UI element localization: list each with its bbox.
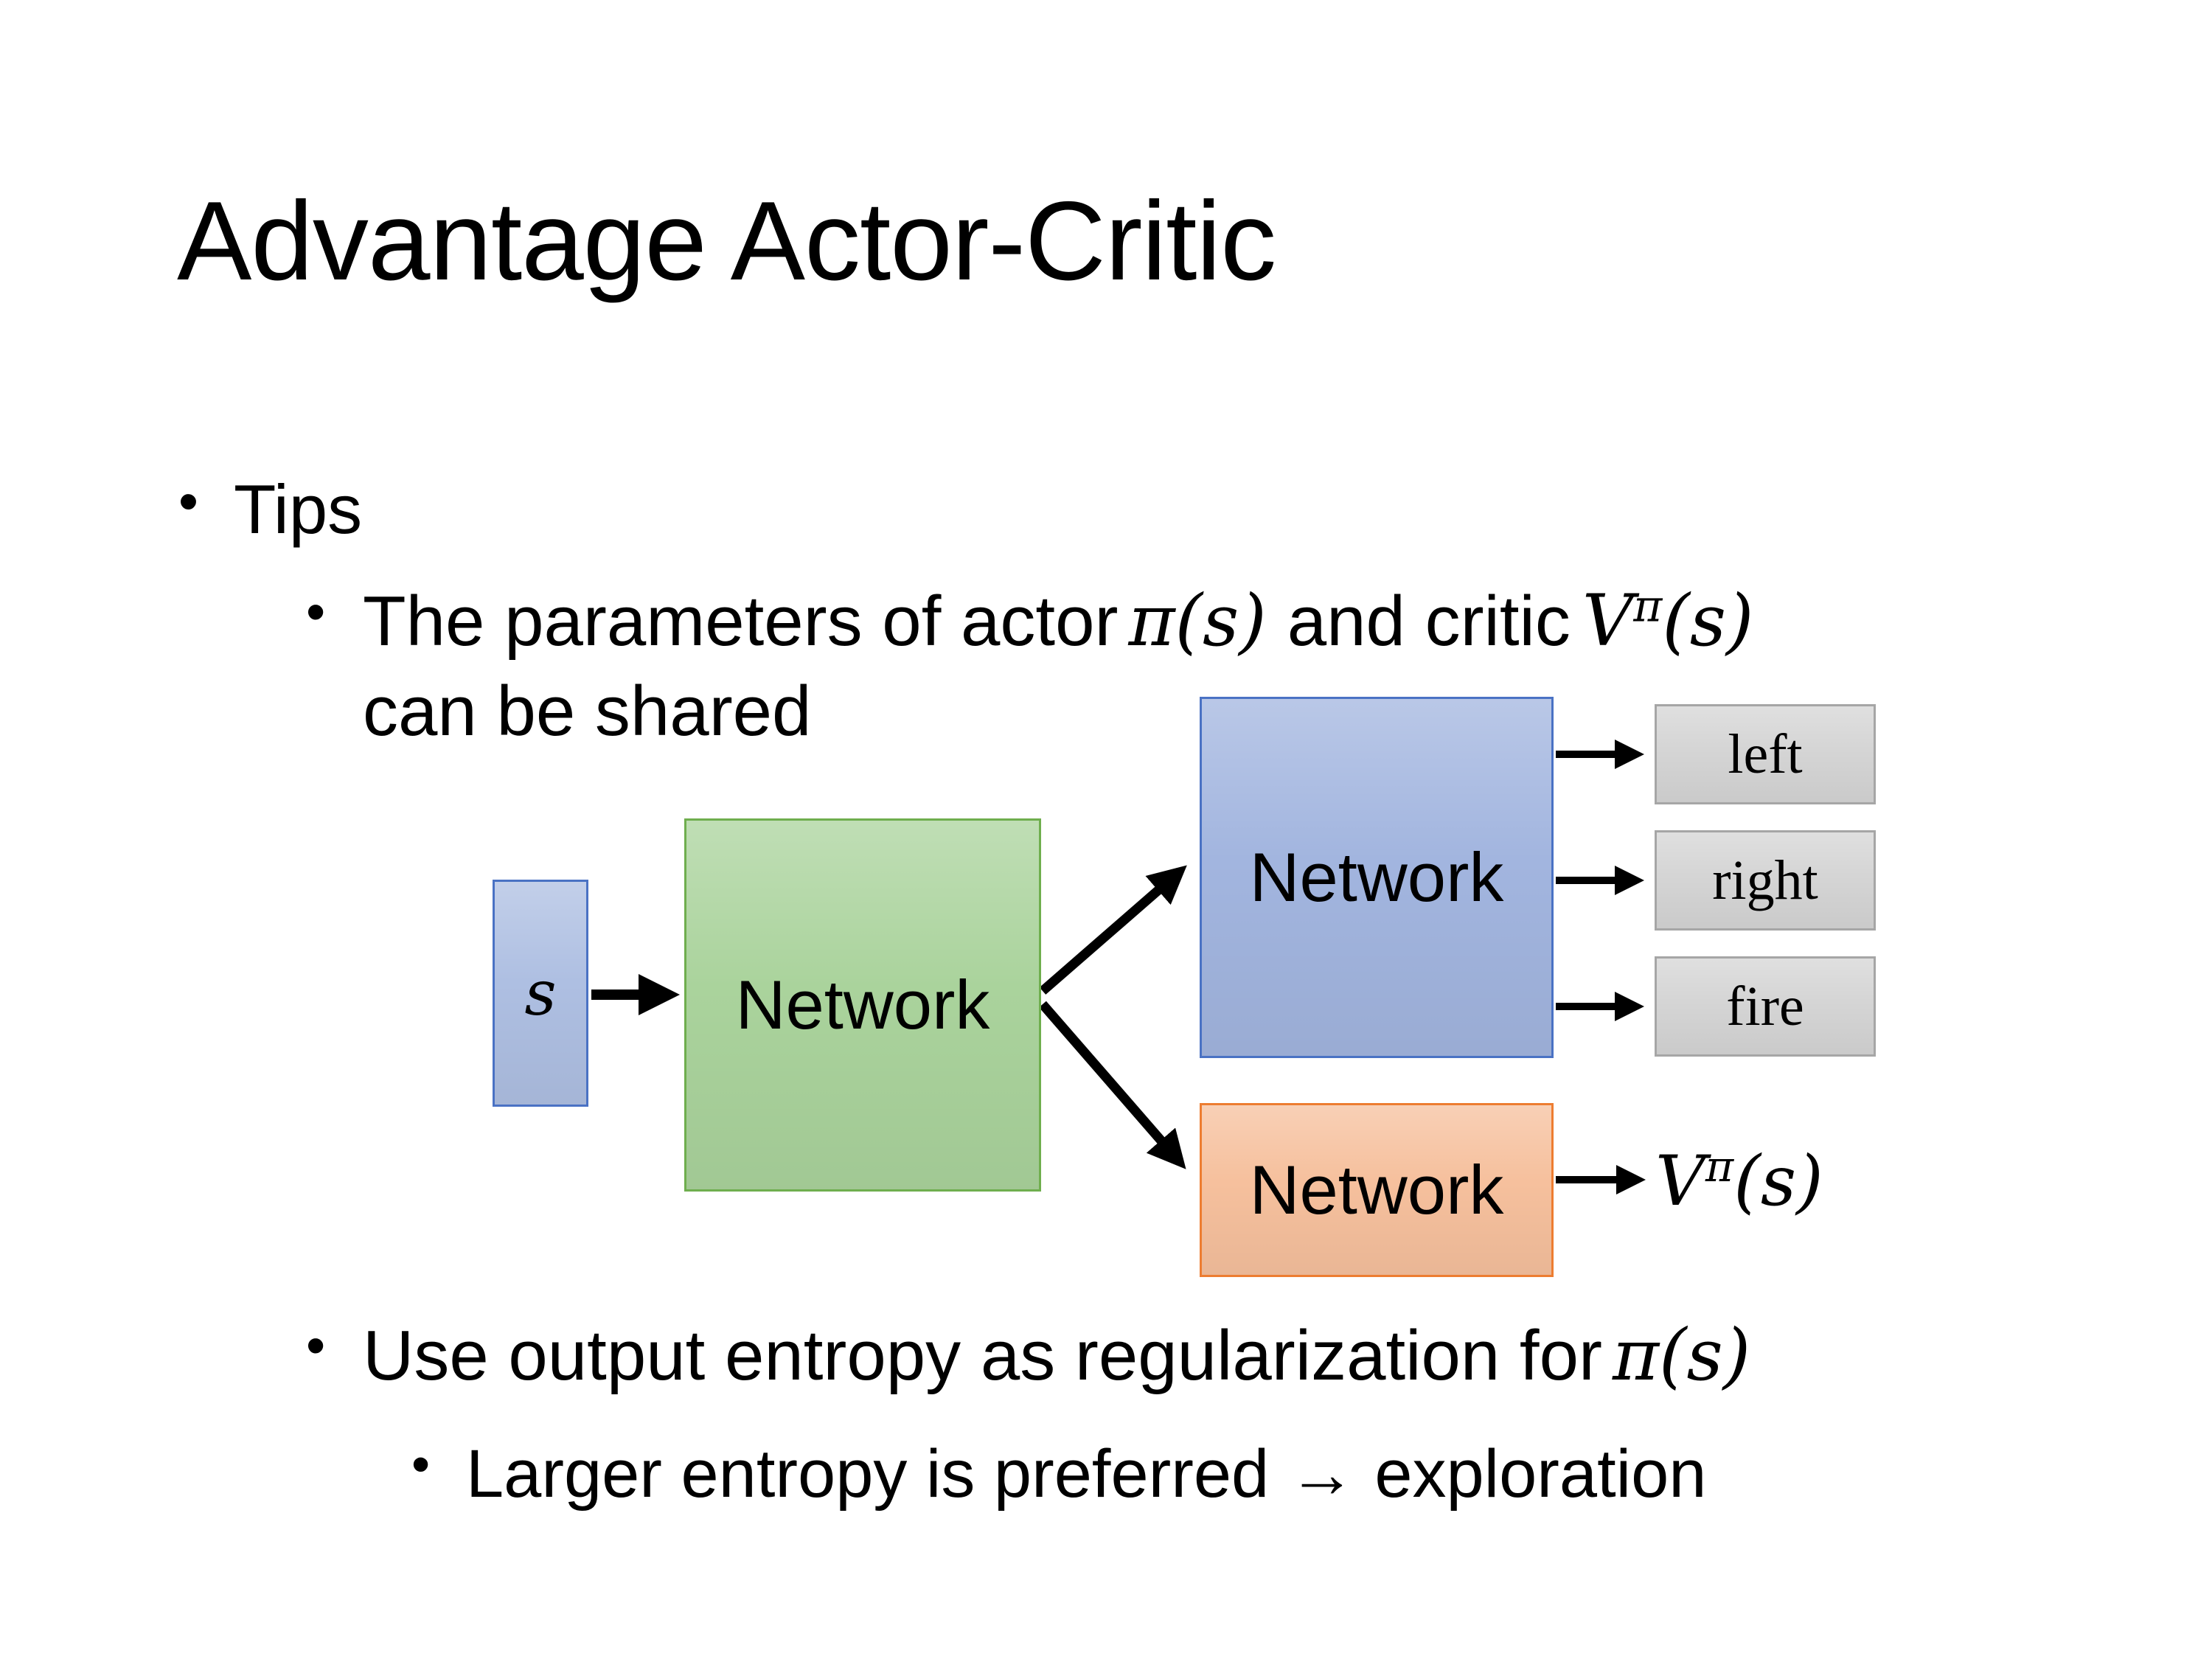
critic-value-math: Vπ(s) [1582, 580, 1754, 662]
action-box-fire: fire [1655, 956, 1876, 1057]
critic-network-label: Network [1249, 1151, 1504, 1228]
actor-network-label: Network [1249, 838, 1504, 916]
entropy-text-before: Use output entropy as regularization for [363, 1316, 1602, 1395]
action-label-right: right [1712, 849, 1818, 911]
critic-output-math: Vπ(s) [1655, 1141, 1823, 1222]
shared-text-line2: can be shared [363, 671, 812, 751]
bullet-entropy-text: Use output entropy as regularization for… [363, 1311, 1750, 1400]
arrow-shared-to-actor [1039, 865, 1187, 995]
shared-text-mid: and critic [1287, 582, 1571, 661]
state-input-box: s [493, 880, 588, 1107]
actor-policy-math: π(s) [1128, 580, 1267, 662]
critic-value-base: V [1582, 580, 1634, 662]
bullet-exploration: • Larger entropy is preferred → explorat… [411, 1432, 1706, 1517]
page-title: Advantage Actor-Critic [177, 178, 1276, 304]
action-label-fire: fire [1726, 975, 1804, 1037]
bullet-tips-label: Tips [234, 470, 363, 548]
actor-network-box: Network [1200, 697, 1554, 1058]
critic-output-base: V [1655, 1141, 1705, 1222]
shared-text-before: The parameters of actor [363, 582, 1119, 661]
critic-value-superscript: π [1633, 581, 1663, 633]
shared-network-label: Network [735, 966, 990, 1043]
bullet-dot-icon: • [178, 470, 198, 533]
action-label-left: left [1728, 723, 1803, 785]
bullet-dot-icon: • [411, 1435, 431, 1494]
bullet-tips: • Tips [178, 466, 362, 553]
bullet-entropy: • Use output entropy as regularization f… [306, 1311, 1750, 1400]
state-label: s [524, 957, 557, 1029]
arrow-shared-to-critic [1039, 1001, 1186, 1169]
action-box-left: left [1655, 704, 1876, 804]
bullet-dot-icon: • [306, 580, 326, 642]
critic-output-superscript: π [1705, 1141, 1734, 1192]
critic-network-box: Network [1200, 1103, 1554, 1277]
bullet-exploration-label: Larger entropy is preferred → exploratio… [466, 1436, 1707, 1512]
critic-output-args: (s) [1733, 1141, 1823, 1222]
action-box-right: right [1655, 830, 1876, 931]
critic-value-args: (s) [1662, 580, 1754, 662]
shared-network-box: Network [684, 818, 1041, 1192]
bullet-dot-icon: • [306, 1314, 326, 1376]
entropy-policy-math: π(s) [1612, 1314, 1751, 1397]
